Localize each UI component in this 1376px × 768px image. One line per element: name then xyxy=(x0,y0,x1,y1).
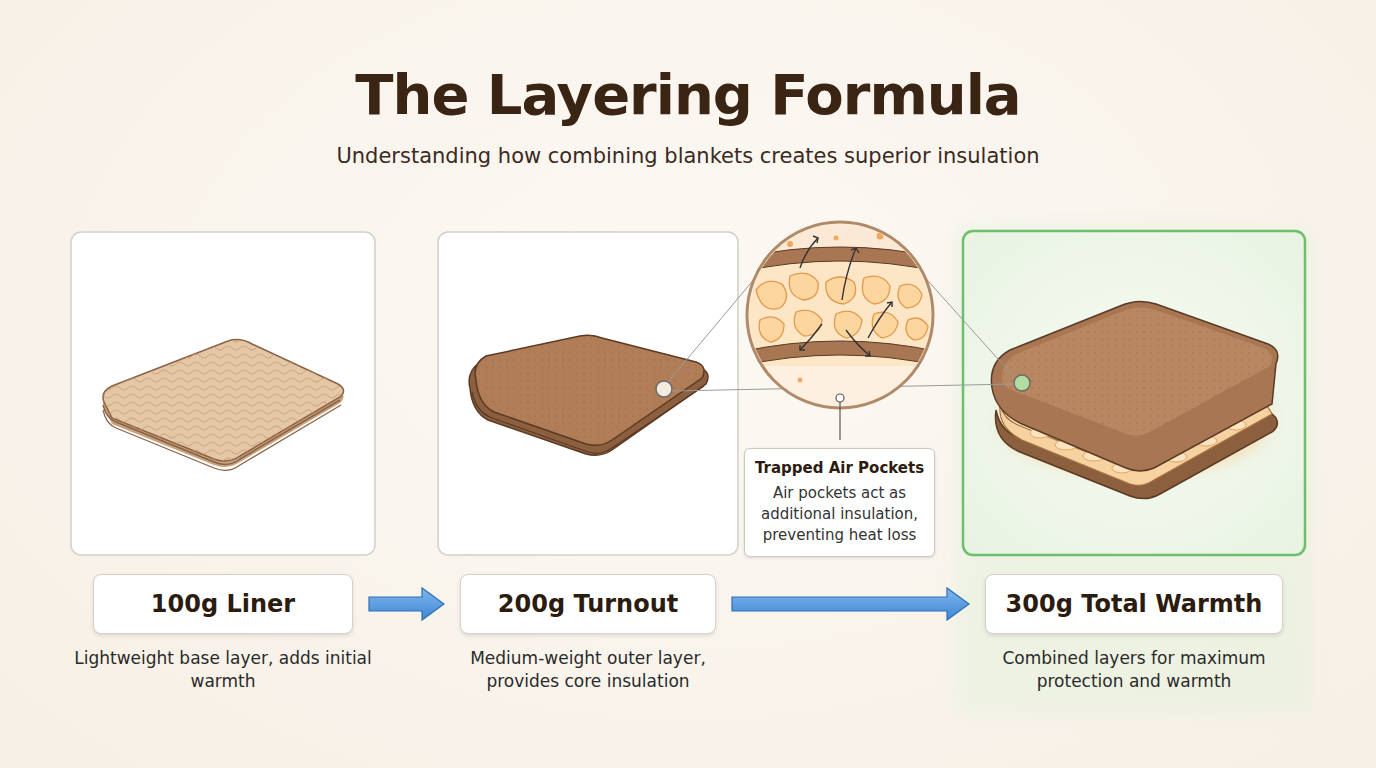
magnifier xyxy=(668,215,1015,440)
label-box: 200g TurnoutMedium-weight outer layer, p… xyxy=(460,574,716,634)
glow xyxy=(955,225,1313,715)
label-box: 300g Total WarmthCombined layers for max… xyxy=(985,574,1283,634)
box-description: Combined layers for maximum protection a… xyxy=(984,647,1284,693)
title: The Layering Formula xyxy=(0,62,1376,127)
panel xyxy=(71,232,375,555)
flow-arrow xyxy=(732,588,969,620)
subtitle: Understanding how combining blankets cre… xyxy=(0,144,1376,168)
box-description: Lightweight base layer, adds initial war… xyxy=(73,647,373,693)
box-description: Air pockets act as additional insulation… xyxy=(755,483,924,546)
callout-box: Trapped Air PocketsAir pockets act as ad… xyxy=(744,448,935,557)
box-heading: 100g Liner xyxy=(151,590,295,618)
combined-blanket xyxy=(991,301,1277,498)
box-heading: Trapped Air Pockets xyxy=(755,459,924,477)
box-heading: 300g Total Warmth xyxy=(1006,590,1263,618)
panel xyxy=(963,231,1305,555)
box-heading: 200g Turnout xyxy=(498,590,678,618)
flow-arrow xyxy=(369,588,444,620)
liner-blanket xyxy=(103,340,344,471)
panel xyxy=(438,232,738,555)
turnout-blanket xyxy=(469,335,708,455)
box-description: Medium-weight outer layer, provides core… xyxy=(438,647,738,693)
label-box: 100g LinerLightweight base layer, adds i… xyxy=(93,574,353,634)
